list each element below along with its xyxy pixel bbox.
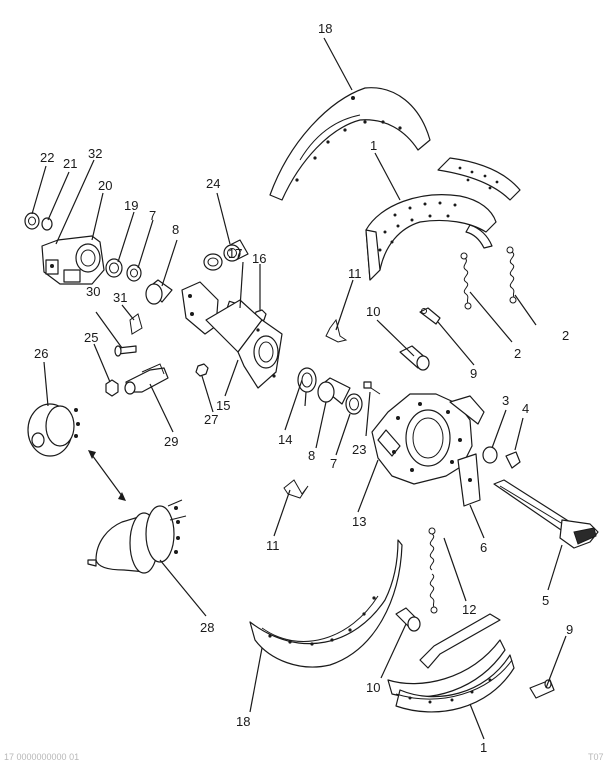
bolt-23 [363, 381, 381, 395]
bushing-pair [203, 239, 249, 271]
callout-6: 6 [480, 540, 487, 555]
callout-17: 17 [228, 246, 242, 261]
bushing-8-lower [317, 377, 351, 405]
callout-11-lower: 11 [266, 538, 280, 553]
camshaft [493, 479, 599, 549]
spring-brake-chamber [87, 499, 187, 574]
callout-9-upper: 9 [470, 366, 477, 381]
callout-25: 25 [84, 330, 98, 345]
slack-adjuster [41, 235, 105, 285]
callout-14: 14 [278, 432, 292, 447]
bushing-8-upper [145, 279, 173, 305]
callout-1-lower: 1 [480, 740, 487, 755]
callout-7-upper: 7 [149, 208, 156, 223]
brake-spider [371, 393, 485, 485]
callout-24: 24 [206, 176, 220, 191]
callout-27: 27 [204, 412, 218, 427]
callout-23: 23 [352, 442, 366, 457]
callout-11-upper: 11 [348, 266, 362, 281]
callout-22: 22 [40, 150, 54, 165]
camshaft-bracket [181, 281, 283, 389]
anchor-pin-lower [529, 679, 555, 699]
seal-guard [457, 453, 481, 507]
roller-upper [399, 345, 430, 371]
callout-3: 3 [502, 393, 509, 408]
callout-7-lower: 7 [330, 456, 337, 471]
callout-18-lower: 18 [236, 714, 250, 729]
washer-21 [41, 217, 53, 231]
dust-shield-upper [269, 87, 431, 201]
footer-code-left: 17 0000000000 01 [4, 752, 79, 761]
callout-10-upper: 10 [366, 304, 380, 319]
callout-19: 19 [124, 198, 138, 213]
callout-4: 4 [522, 401, 529, 416]
callout-20: 20 [98, 178, 112, 193]
brake-chamber-small [27, 403, 80, 457]
callout-21: 21 [63, 156, 77, 171]
clevis [124, 363, 169, 395]
callout-10-lower: 10 [366, 680, 380, 695]
callout-28: 28 [200, 620, 214, 635]
callout-9-lower: 9 [566, 622, 573, 637]
fitting-4 [505, 451, 521, 469]
callout-15: 15 [216, 398, 230, 413]
brake-shoe-lower [387, 613, 515, 713]
callout-labels: 18 1 2 2 3 4 5 6 9 9 10 10 11 11 12 13 1… [34, 21, 573, 755]
callout-31: 31 [113, 290, 127, 305]
callout-18-upper: 18 [318, 21, 332, 36]
bushing-3 [482, 446, 498, 464]
callout-8-upper: 8 [172, 222, 179, 237]
callout-32: 32 [88, 146, 102, 161]
roller-lower [395, 607, 421, 632]
leader-lines [31, 37, 567, 740]
callout-13: 13 [352, 514, 366, 529]
callout-8-lower: 8 [308, 448, 315, 463]
washer-7-upper [126, 264, 142, 282]
washer-19 [105, 258, 123, 278]
callout-2-right: 2 [562, 328, 569, 343]
return-spring-right [506, 246, 517, 304]
return-spring-left [460, 252, 472, 310]
clevis-pin [114, 345, 137, 357]
retaining-clip-upper [325, 318, 348, 343]
washer-7-lower [345, 393, 363, 415]
hex-nut-25 [105, 379, 119, 397]
callout-16: 16 [252, 251, 266, 266]
return-spring-lower [428, 527, 438, 614]
callout-12: 12 [462, 602, 476, 617]
washer-14 [297, 367, 317, 393]
footer-code-right: T07 [588, 752, 604, 761]
brake-lining-plate [437, 157, 521, 201]
brake-shoe-upper [365, 194, 497, 281]
callout-1-upper: 1 [370, 138, 377, 153]
dust-shield-lower [249, 539, 403, 668]
replacement-arrow [88, 450, 126, 501]
hex-nut-27 [195, 363, 209, 377]
anchor-pin-clip-upper [419, 307, 441, 325]
callout-2-left: 2 [514, 346, 521, 361]
washer-22 [24, 212, 40, 230]
callout-5: 5 [542, 593, 549, 608]
callout-26: 26 [34, 346, 48, 361]
cotter-pin [129, 313, 143, 335]
callout-30: 30 [86, 284, 100, 299]
callout-29: 29 [164, 434, 178, 449]
